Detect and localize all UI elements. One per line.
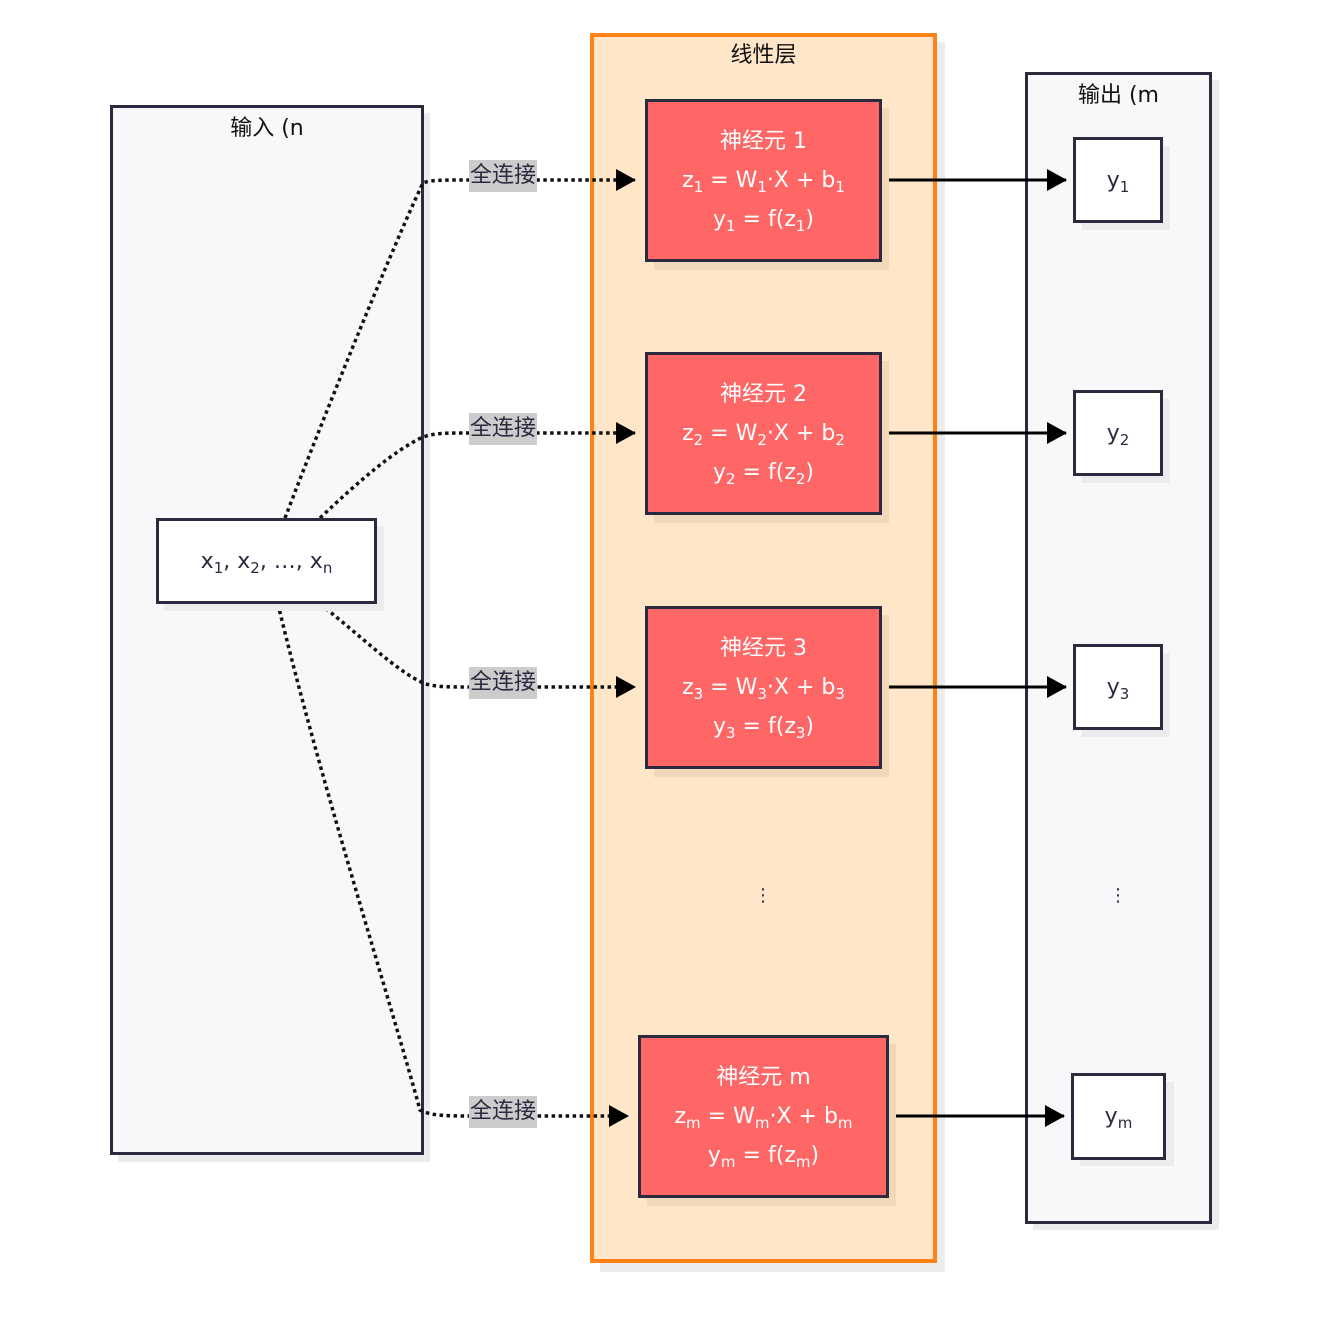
output-node-3[interactable]: y3	[1073, 644, 1163, 730]
input-group-title: 输入 (n	[230, 116, 304, 141]
neuron-activation-formula: ym = f(zm)	[707, 1143, 820, 1171]
output-node-label: y2	[1106, 420, 1130, 449]
neuron-activation-formula: y1 = f(z1)	[712, 207, 815, 235]
neuron-3[interactable]: 神经元 3 z3 = W3·X + b3 y3 = f(z3)	[645, 606, 882, 769]
neuron-linear-formula: z2 = W2·X + b2	[682, 421, 845, 449]
neuron-title: 神经元 3	[720, 636, 807, 661]
output-node-1[interactable]: y1	[1073, 137, 1163, 223]
neuron-m[interactable]: 神经元 m zm = Wm·X + bm ym = f(zm)	[638, 1035, 889, 1198]
output-ellipsis: ⋮	[1109, 885, 1127, 906]
input-group: 输入 (n	[110, 105, 424, 1155]
neuron-linear-formula: z3 = W3·X + b3	[682, 675, 845, 703]
connection-label-1: 全连接	[469, 160, 538, 192]
output-node-label: ym	[1104, 1104, 1133, 1132]
output-node-2[interactable]: y2	[1073, 390, 1163, 476]
connection-label-m: 全连接	[469, 1096, 538, 1128]
output-node-label: y3	[1106, 674, 1130, 703]
neuron-activation-formula: y2 = f(z2)	[712, 460, 815, 488]
neuron-1[interactable]: 神经元 1 z1 = W1·X + b1 y1 = f(z1)	[645, 99, 882, 262]
input-node-label: x1, x2, …, xn	[200, 548, 333, 577]
neuron-linear-formula: z1 = W1·X + b1	[682, 168, 845, 196]
input-node[interactable]: x1, x2, …, xn	[156, 518, 377, 604]
neuron-title: 神经元 1	[720, 129, 807, 154]
neuron-ellipsis: ⋮	[754, 885, 772, 906]
neuron-2[interactable]: 神经元 2 z2 = W2·X + b2 y2 = f(z2)	[645, 352, 882, 515]
linear-layer-title: 线性层	[730, 43, 797, 68]
neuron-activation-formula: y3 = f(z3)	[712, 714, 815, 742]
output-node-m[interactable]: ym	[1071, 1073, 1166, 1160]
connection-label-2: 全连接	[469, 413, 538, 445]
connection-edge-m	[276, 603, 629, 1127]
connection-edge-1	[283, 169, 636, 519]
neuron-title: 神经元 2	[720, 382, 807, 407]
connection-label-3: 全连接	[469, 667, 538, 699]
connection-edge-2	[318, 422, 636, 520]
neuron-linear-formula: zm = Wm·X + bm	[674, 1104, 853, 1132]
output-group-title: 输出 (m	[1077, 83, 1159, 108]
output-node-label: y1	[1106, 167, 1130, 196]
neuron-title: 神经元 m	[716, 1065, 811, 1090]
